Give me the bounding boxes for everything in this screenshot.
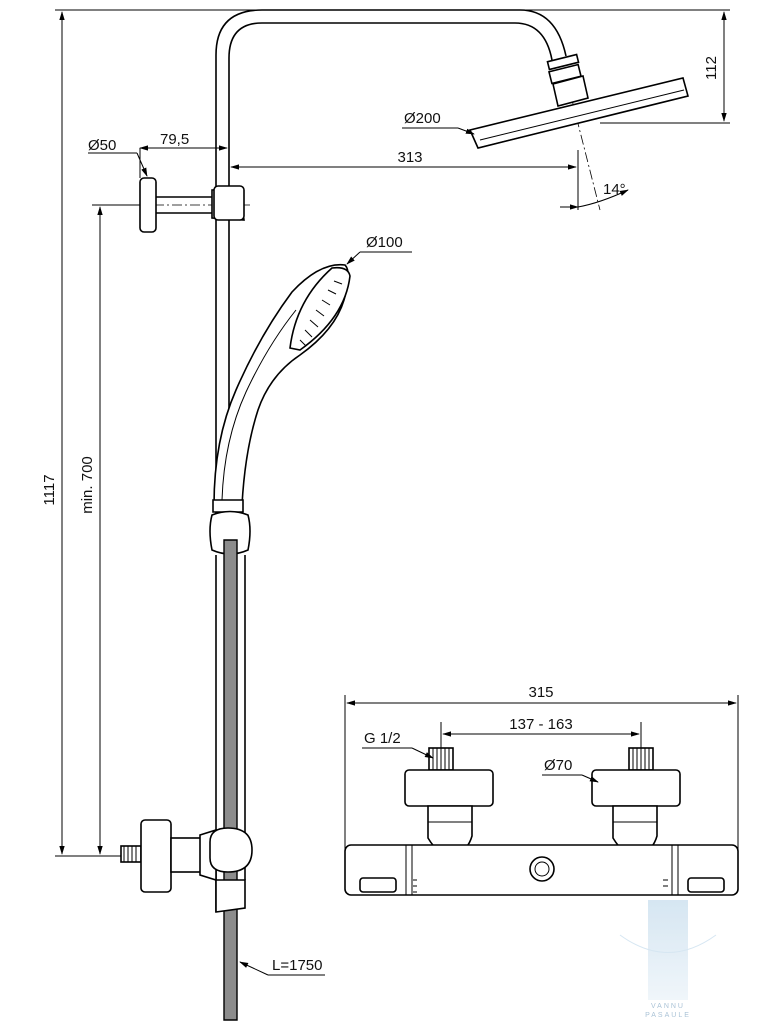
label-inlet-spacing: 137 - 163 bbox=[509, 716, 572, 733]
watermark-logo: VANNU PASAULE bbox=[619, 900, 717, 1019]
dimension-labels: Ø200 112 313 14° Ø50 79,5 Ø100 1117 min.… bbox=[41, 56, 720, 974]
label-inlet-thread: G 1/2 bbox=[364, 730, 401, 747]
watermark-line1: VANNU bbox=[651, 1003, 685, 1010]
label-head-angle: 14° bbox=[603, 181, 626, 198]
label-bracket-diameter: Ø50 bbox=[88, 137, 116, 154]
dimension-lines bbox=[59, 11, 737, 855]
shower-riser bbox=[215, 9, 567, 540]
label-eccentric-diameter: Ø70 bbox=[544, 757, 572, 774]
label-arm-length: 313 bbox=[397, 149, 422, 166]
label-bracket-offset: 79,5 bbox=[160, 131, 189, 148]
label-hose-length: L=1750 bbox=[272, 957, 322, 974]
shower-hose bbox=[223, 539, 238, 1021]
label-min-height: min. 700 bbox=[79, 456, 96, 514]
wall-bracket bbox=[139, 177, 245, 233]
mixer-front-view bbox=[344, 747, 739, 896]
nozzle-pattern bbox=[299, 280, 343, 347]
leader-lines bbox=[88, 127, 599, 976]
watermark-line2: PASAULE bbox=[645, 1012, 691, 1019]
label-head-diameter: Ø200 bbox=[404, 110, 441, 127]
mixer-side-view bbox=[120, 819, 253, 913]
label-head-height: 112 bbox=[703, 56, 720, 80]
label-handshower-diameter: Ø100 bbox=[366, 234, 403, 251]
label-mixer-width: 315 bbox=[528, 684, 553, 701]
label-total-height: 1117 bbox=[41, 474, 58, 505]
shower-head bbox=[468, 53, 689, 149]
slider-holder bbox=[209, 510, 251, 555]
hand-shower bbox=[212, 263, 351, 513]
